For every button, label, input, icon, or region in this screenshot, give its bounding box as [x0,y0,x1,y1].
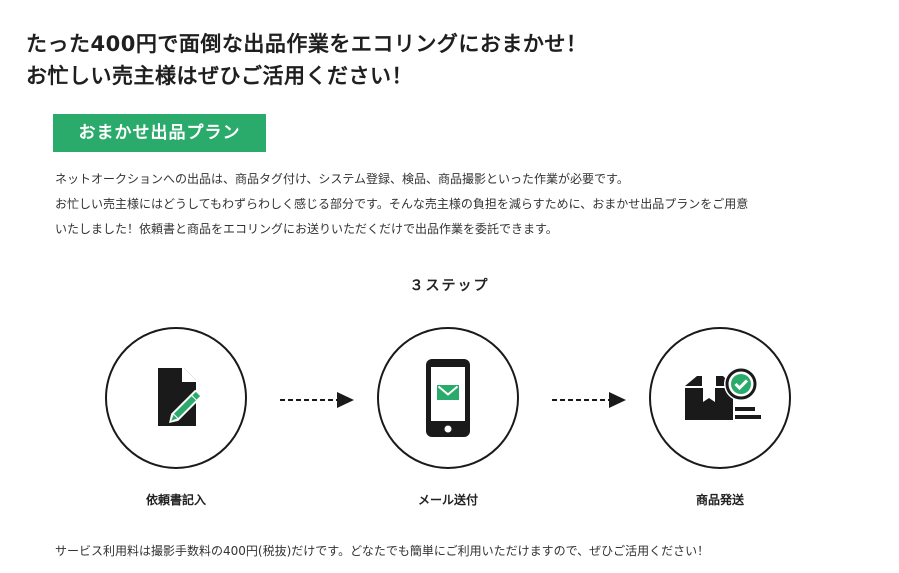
step-label: 依頼書記入 [145,493,206,507]
description-line-1: ネットオークションへの出品は、商品タグ付け、システム登録、検品、商品撮影といった… [55,172,629,186]
description-line-3: いたしました！依頼書と商品をエコリングにお送りいただくだけで出品作業を委託できま… [55,222,558,236]
plan-description: ネットオークションへの出品は、商品タグ付け、システム登録、検品、商品撮影といった… [55,167,885,242]
plan-badge: おまかせ出品プラン [53,114,266,152]
footer-note: サービス利用料は撮影手数料の400円(税抜)だけです。どなたでも簡単にご利用いた… [55,544,710,558]
headline: たった400円で面倒な出品作業をエコリングにおまかせ！ お忙しい売主様はぜひご活… [26,28,587,92]
description-line-2: お忙しい売主様にはどうしてもわずらわしく感じる部分です。そんな売主様の負担を減ら… [55,197,749,211]
step-circle [377,327,519,469]
document-pencil-icon [158,368,203,426]
steps-title: ３ステップ [409,278,490,294]
step-label: 商品発送 [695,493,744,507]
step-shipping: 商品発送 [645,327,795,527]
step-circle [105,327,247,469]
headline-line-2: お忙しい売主様はぜひご活用ください！ [26,64,413,88]
step-circle [649,327,791,469]
step-mail: メール送付 [373,327,523,527]
arrow-right-icon [552,392,626,408]
box-check-icon [685,367,761,420]
smartphone-mail-icon [426,359,470,437]
headline-line-1: たった400円で面倒な出品作業をエコリングにおまかせ！ [26,32,588,56]
step-request-form: 依頼書記入 [101,327,251,527]
step-label: メール送付 [417,493,478,507]
arrow-right-icon [280,392,354,408]
